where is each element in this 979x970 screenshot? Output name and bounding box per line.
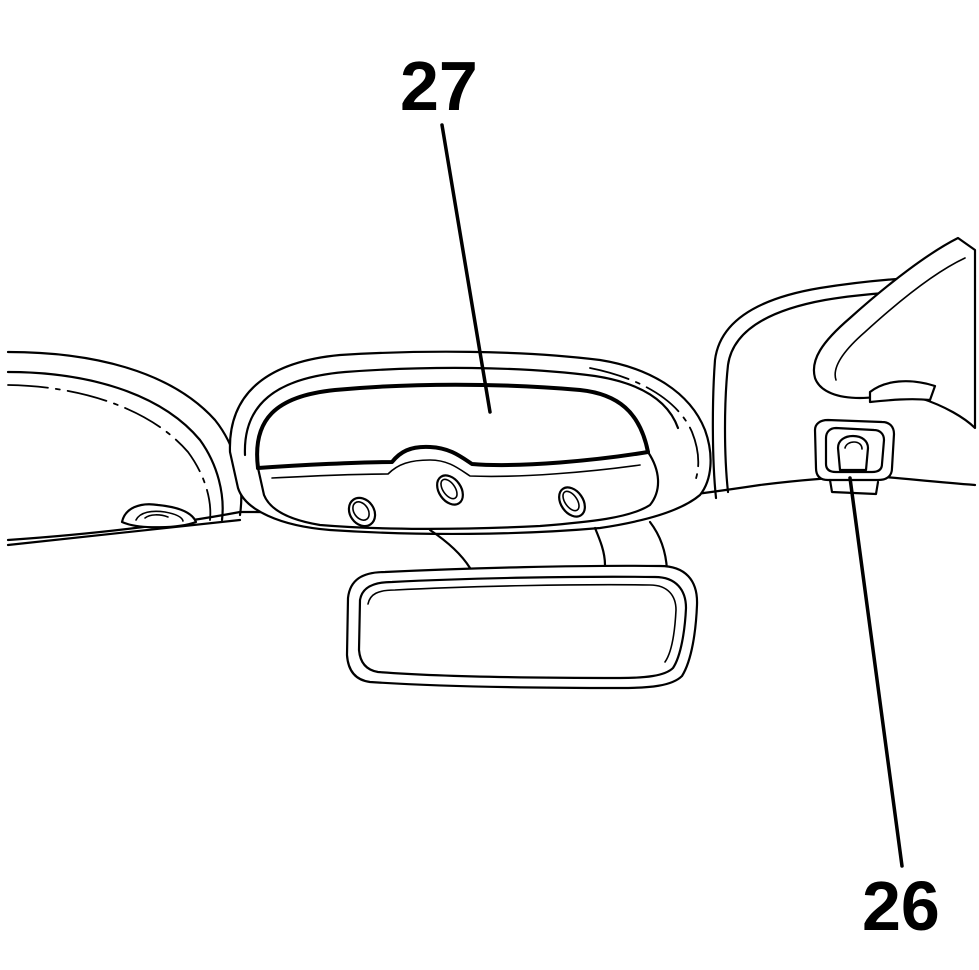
- leader-27: [440, 123, 492, 414]
- right-visor: [812, 236, 977, 430]
- rearview-mirror: [345, 564, 699, 690]
- lamp-switch-left: [347, 496, 377, 528]
- lamp-switch-center: [436, 474, 464, 506]
- dome-lamp-assembly: [228, 350, 712, 536]
- leader-26: [848, 476, 904, 868]
- lamp-switch-right: [558, 486, 586, 518]
- callout-27: 27: [400, 47, 478, 125]
- retainer-clip: [813, 418, 896, 496]
- callout-26: 26: [862, 867, 940, 945]
- left-visor-clip: [120, 503, 198, 529]
